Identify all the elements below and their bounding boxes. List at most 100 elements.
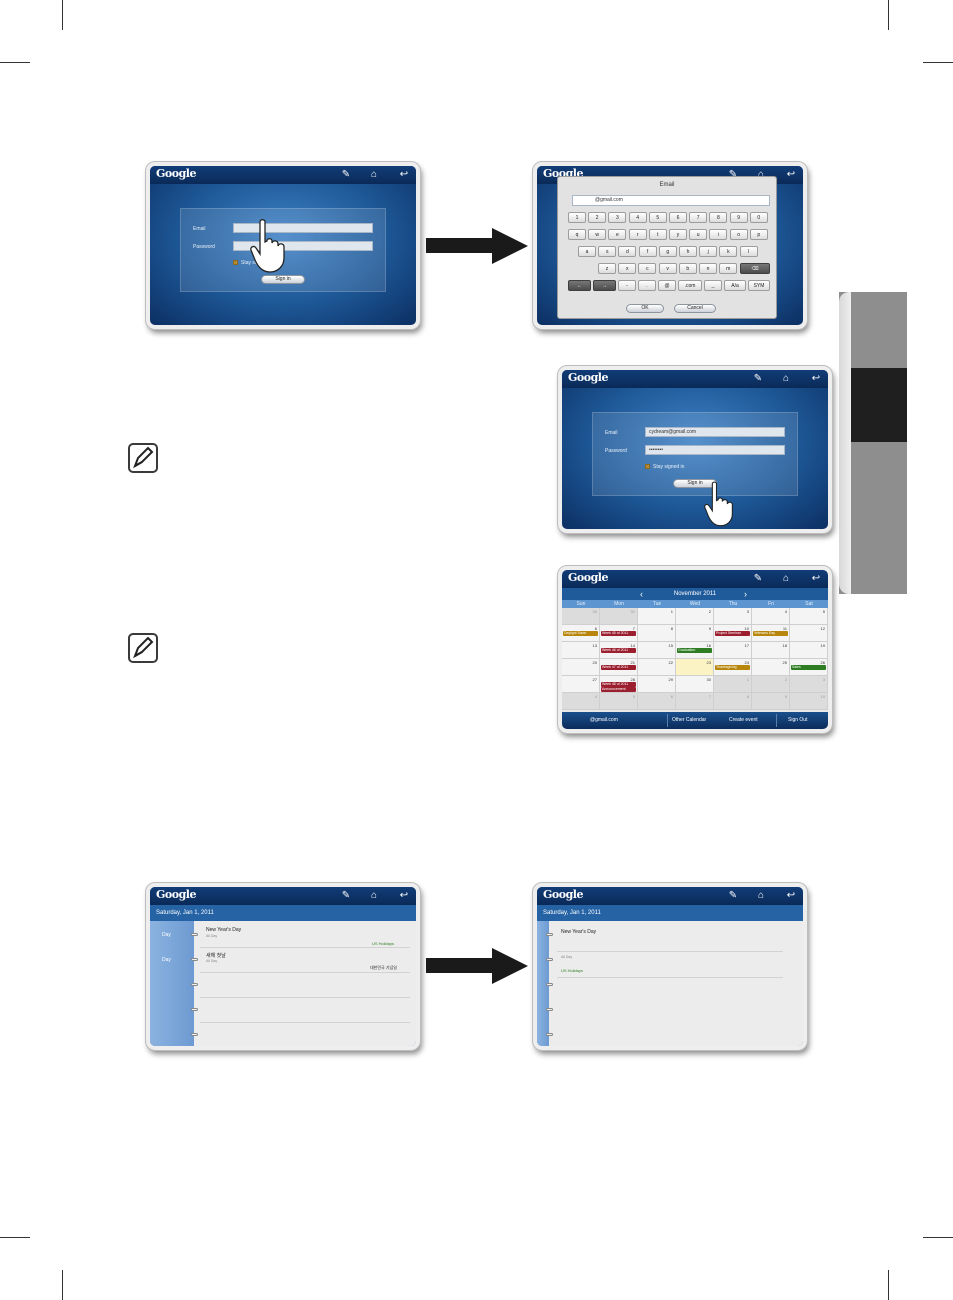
other-calendar-button[interactable]: Other Calendar — [672, 717, 707, 723]
home-icon[interactable]: ⌂ — [782, 373, 790, 384]
day-cell[interactable]: 23 — [676, 659, 714, 676]
day-cell[interactable]: 22 — [638, 659, 676, 676]
day-cell[interactable]: 2 — [752, 676, 790, 693]
ok-button[interactable]: OK — [626, 304, 664, 313]
keyboard-key[interactable]: l — [739, 246, 758, 257]
keyboard-key[interactable]: e — [608, 229, 627, 240]
keyboard-key[interactable]: . — [638, 280, 656, 291]
stay-signed-checkbox[interactable] — [645, 464, 650, 469]
day-cell[interactable]: 2 — [676, 608, 714, 625]
back-icon[interactable]: ↩ — [811, 373, 821, 384]
day-cell[interactable]: 17 — [714, 642, 752, 659]
day-cell[interactable]: 16 — [676, 642, 714, 659]
calendar-event[interactable]: Week 46 of 2011 — [601, 648, 636, 653]
stay-signed-checkbox[interactable] — [233, 260, 238, 265]
day-cell[interactable]: 24 — [714, 659, 752, 676]
day-cell[interactable]: 27 — [562, 676, 600, 693]
cancel-button[interactable]: Cancel — [674, 304, 716, 313]
day-cell[interactable]: 11 — [752, 625, 790, 642]
day-cell[interactable]: 30 — [676, 676, 714, 693]
day-cell[interactable]: 8 — [638, 625, 676, 642]
keyboard-key[interactable]: _ — [704, 280, 722, 291]
day-cell[interactable]: 7 — [600, 625, 638, 642]
keyboard-key[interactable]: o — [729, 229, 748, 240]
email-field[interactable]: cydream@gmail.com — [645, 427, 785, 437]
day-cell[interactable]: 9 — [676, 625, 714, 642]
day-cell[interactable]: 28 — [600, 676, 638, 693]
day-cell[interactable]: 10 — [790, 693, 828, 710]
day-cell[interactable]: 21 — [600, 659, 638, 676]
keyboard-key[interactable]: → — [593, 280, 616, 291]
password-field[interactable] — [233, 241, 373, 251]
back-icon[interactable]: ↩ — [399, 890, 409, 901]
keyboard-key[interactable]: A/a — [724, 280, 746, 291]
keyboard-key[interactable]: v — [658, 263, 677, 274]
keyboard-key[interactable]: i — [709, 229, 728, 240]
calendar-event[interactable]: Thanksgiving — [715, 665, 750, 670]
day-cell[interactable]: 20 — [562, 659, 600, 676]
keyboard-key[interactable]: ← — [568, 280, 591, 291]
backspace-key[interactable]: ⌫ — [740, 263, 770, 274]
side-day-label[interactable]: Day — [162, 932, 171, 938]
event-title[interactable]: New Year's Day — [206, 927, 242, 933]
day-cell[interactable]: 4 — [752, 608, 790, 625]
day-cell[interactable]: 3 — [714, 608, 752, 625]
keyboard-key[interactable]: 0 — [749, 212, 768, 223]
keyboard-key[interactable]: f — [638, 246, 657, 257]
keyboard-key[interactable]: q — [568, 229, 586, 240]
day-cell[interactable]: 4 — [562, 693, 600, 710]
email-input[interactable]: @gmail.com — [572, 195, 770, 206]
keyboard-key[interactable]: 4 — [628, 212, 647, 223]
side-day-label[interactable]: Day — [162, 957, 171, 963]
keyboard-key[interactable]: .com — [678, 280, 702, 291]
day-cell[interactable]: 7 — [676, 693, 714, 710]
keyboard-key[interactable]: j — [699, 246, 718, 257]
home-icon[interactable]: ⌂ — [370, 169, 378, 180]
keyboard-key[interactable]: t — [648, 229, 667, 240]
edit-icon[interactable]: ✎ — [753, 373, 763, 384]
keyboard-key[interactable]: 3 — [608, 212, 627, 223]
keyboard-key[interactable]: d — [618, 246, 637, 257]
keyboard-key[interactable]: m — [719, 263, 738, 274]
keyboard-key[interactable]: r — [628, 229, 647, 240]
keyboard-key[interactable]: z — [598, 263, 616, 274]
calendar-event[interactable]: Week 47 of 2011 — [601, 665, 636, 670]
home-icon[interactable]: ⌂ — [782, 573, 790, 584]
keyboard-key[interactable]: 8 — [709, 212, 728, 223]
keyboard-key[interactable]: y — [669, 229, 687, 240]
day-cell[interactable]: 26 — [790, 659, 828, 676]
keyboard-key[interactable]: g — [658, 246, 677, 257]
event-title[interactable]: 새해 첫날 — [206, 953, 226, 959]
day-cell[interactable]: 18 — [752, 642, 790, 659]
back-icon[interactable]: ↩ — [786, 169, 796, 180]
day-cell[interactable]: 1 — [714, 676, 752, 693]
next-month-icon[interactable]: › — [744, 589, 747, 599]
edit-icon[interactable]: ✎ — [341, 169, 351, 180]
calendar-event[interactable]: Daylight Savin — [563, 631, 598, 636]
day-cell[interactable]: 31 — [600, 608, 638, 625]
signin-button[interactable]: Sign in — [261, 275, 305, 284]
day-cell[interactable]: 12 — [790, 625, 828, 642]
back-icon[interactable]: ↩ — [811, 573, 821, 584]
keyboard-key[interactable]: c — [638, 263, 657, 274]
calendar-event[interactable]: Graduation — [677, 648, 712, 653]
keyboard-key[interactable]: x — [618, 263, 637, 274]
day-cell[interactable]: 3 — [790, 676, 828, 693]
keyboard-key[interactable]: 9 — [729, 212, 748, 223]
keyboard-key[interactable]: @ — [658, 280, 676, 291]
keyboard-key[interactable]: u — [689, 229, 708, 240]
edit-icon[interactable]: ✎ — [728, 169, 738, 180]
keyboard-key[interactable]: b — [678, 263, 697, 274]
day-cell[interactable]: 6 — [638, 693, 676, 710]
day-cell[interactable]: 8 — [714, 693, 752, 710]
keyboard-key[interactable]: SYM — [748, 280, 770, 291]
edit-icon[interactable]: ✎ — [728, 890, 738, 901]
keyboard-key[interactable]: w — [588, 229, 607, 240]
day-cell[interactable]: 15 — [638, 642, 676, 659]
keyboard-key[interactable]: 7 — [689, 212, 708, 223]
keyboard-key[interactable]: k — [719, 246, 738, 257]
calendar-event[interactable]: Veterans Day — [753, 631, 788, 636]
password-field[interactable]: •••••••• — [645, 445, 785, 455]
day-cell[interactable]: 1 — [638, 608, 676, 625]
home-icon[interactable]: ⌂ — [757, 890, 765, 901]
